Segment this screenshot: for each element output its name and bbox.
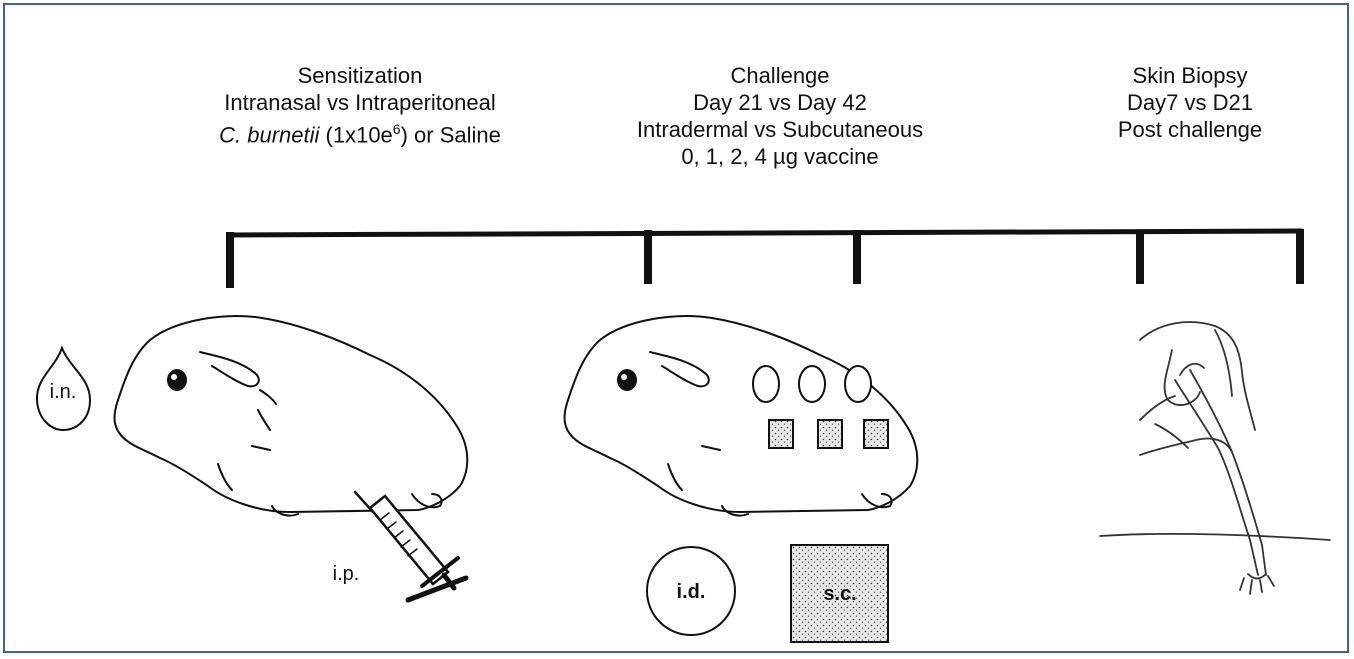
intradermal-legend-circle — [646, 546, 736, 636]
intradermal-site-3 — [844, 365, 872, 403]
species-name: C. burnetii — [219, 122, 320, 148]
figure-frame — [3, 3, 1349, 653]
biopsy-title: Skin Biopsy — [1132, 63, 1248, 88]
subcutaneous-site-2 — [817, 419, 843, 449]
subcutaneous-legend-square — [790, 544, 889, 643]
biopsy-label: Skin Biopsy Day7 vs D21 Post challenge — [1080, 62, 1300, 143]
guinea-pig-challenge-eye — [617, 369, 637, 391]
subcutaneous-site-1 — [768, 419, 794, 449]
sensitization-routes: Intranasal vs Intraperitoneal — [224, 90, 496, 115]
intraperitoneal-label: i.p. — [333, 563, 360, 585]
sensitization-title: Sensitization — [297, 63, 423, 88]
intradermal-label: i.d. — [677, 581, 706, 603]
droplet-icon — [35, 345, 92, 432]
challenge-routes: Intradermal vs Subcutaneous — [636, 117, 924, 142]
intradermal-site-2 — [798, 365, 826, 403]
intranasal-label: i.n. — [50, 381, 77, 403]
eye-highlight — [171, 374, 177, 380]
intradermal-site-1 — [752, 365, 780, 403]
biopsy-punch-icon — [1099, 321, 1331, 595]
challenge-label: Challenge Day 21 vs Day 42 Intradermal v… — [600, 62, 960, 170]
syringe-icon — [353, 490, 469, 603]
challenge-doses: 0, 1, 2, 4 µg vaccine — [681, 144, 879, 169]
challenge-days: Day 21 vs Day 42 — [693, 90, 867, 115]
guinea-pig-icon — [113, 315, 469, 517]
subcutaneous-site-3 — [863, 419, 889, 449]
sensitization-dose: C. burnetii (1x10e6) or Saline — [219, 121, 501, 148]
sensitization-label: Sensitization Intranasal vs Intraperiton… — [190, 62, 530, 148]
guinea-pig-eye — [167, 369, 187, 391]
eye-highlight-2 — [621, 374, 627, 380]
challenge-title: Challenge — [730, 63, 830, 88]
subcutaneous-sites — [768, 419, 889, 449]
timeline — [226, 228, 1304, 288]
subcutaneous-label: s.c. — [823, 583, 856, 605]
guinea-pig-challenge-icon — [563, 315, 919, 517]
biopsy-timing: Post challenge — [1117, 117, 1263, 142]
biopsy-days: Day7 vs D21 — [1127, 90, 1253, 115]
intradermal-sites — [752, 365, 872, 403]
